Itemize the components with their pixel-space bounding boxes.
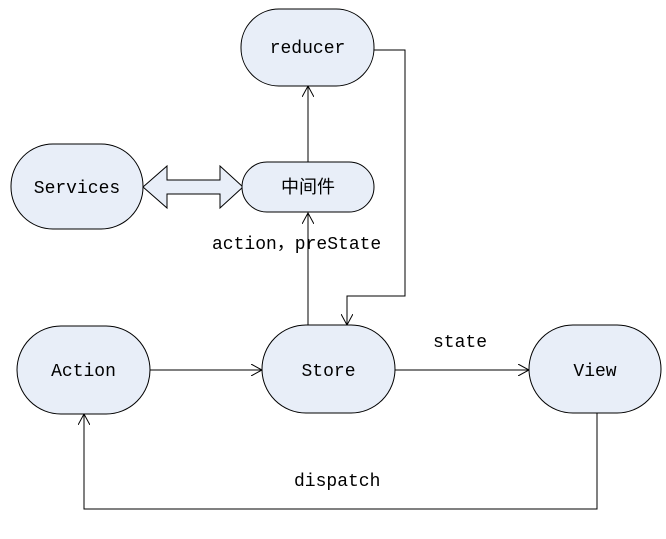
store-box <box>261 324 396 414</box>
services-box <box>10 143 144 230</box>
node-action: Action <box>16 325 151 415</box>
action-label: Action <box>51 362 116 382</box>
reducer-box <box>240 8 375 87</box>
edge-view-to-action <box>84 413 598 510</box>
connectors <box>84 49 598 510</box>
view-box <box>528 324 662 414</box>
middleware-label: 中间件 <box>281 177 335 198</box>
node-services: Services <box>10 143 144 230</box>
services-label: Services <box>34 179 120 199</box>
node-store: Store <box>261 324 396 414</box>
view-label: View <box>573 362 616 382</box>
edge-reducer-to-store <box>347 49 406 325</box>
services-middleware-double-arrow <box>142 164 244 210</box>
edge-label-state: state <box>433 333 487 353</box>
reducer-label: reducer <box>270 39 346 59</box>
store-label: Store <box>301 362 355 382</box>
edge-label-dispatch: dispatch <box>294 472 380 492</box>
action-box <box>16 325 151 415</box>
node-view: View <box>528 324 662 414</box>
node-reducer: reducer <box>240 8 375 87</box>
middleware-box <box>241 161 375 213</box>
edge-label-action-prestate: action，preState <box>212 235 381 255</box>
node-middleware: 中间件 <box>241 161 375 213</box>
